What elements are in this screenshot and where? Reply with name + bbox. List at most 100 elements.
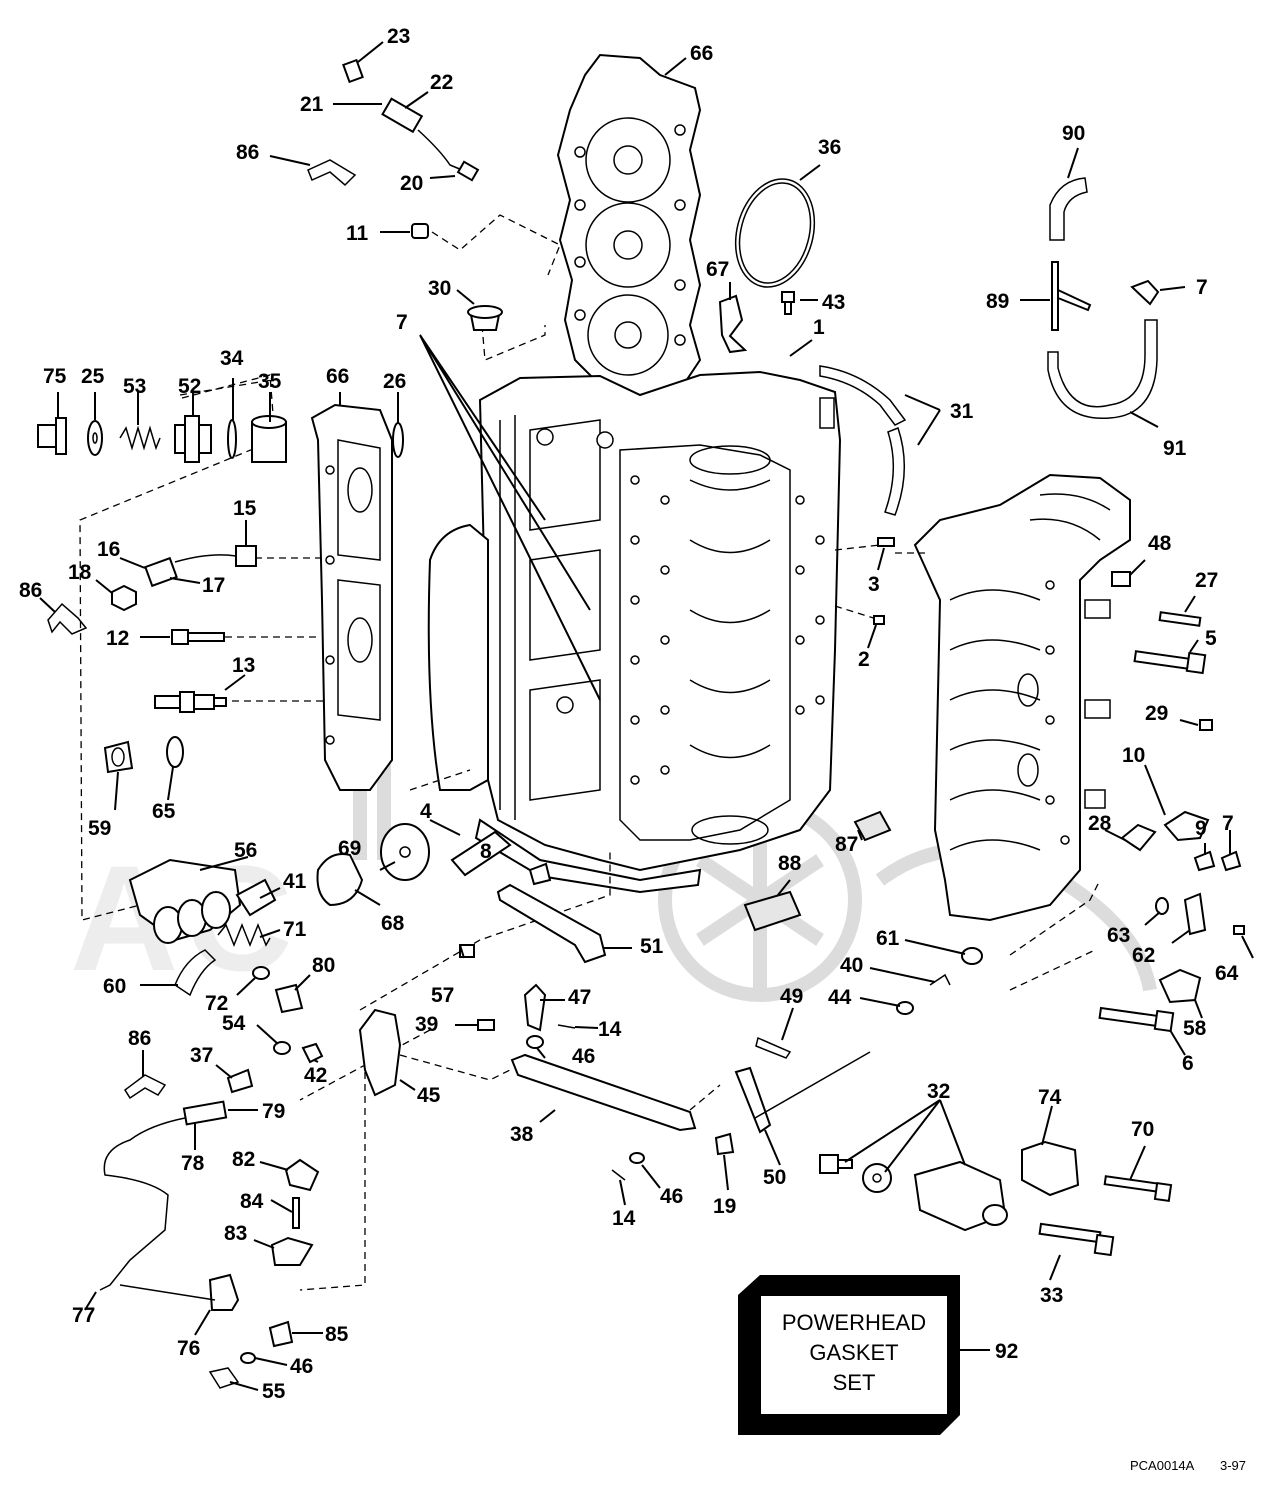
callout-68: 68 — [381, 912, 405, 935]
callout-42: 42 — [304, 1064, 327, 1087]
callout-39: 39 — [415, 1013, 438, 1036]
callout-leaders — [39, 41, 1254, 1391]
callout-7: 7 — [1196, 276, 1208, 299]
callout-74: 74 — [1038, 1086, 1062, 1109]
callout-86: 86 — [128, 1027, 151, 1050]
o-ring — [734, 178, 816, 288]
callout-14: 14 — [598, 1018, 622, 1041]
callout-17: 17 — [202, 574, 225, 597]
callout-13: 13 — [232, 654, 255, 677]
callout-5: 5 — [1205, 627, 1217, 650]
callout-65: 65 — [152, 800, 176, 823]
callout-45: 45 — [417, 1084, 441, 1107]
callout-4: 4 — [420, 800, 432, 823]
callout-86: 86 — [19, 579, 42, 602]
callout-16: 16 — [97, 538, 120, 561]
callout-6: 6 — [1182, 1052, 1194, 1075]
callout-66: 66 — [326, 365, 349, 388]
callout-47: 47 — [568, 986, 591, 1009]
callout-54: 54 — [222, 1012, 246, 1035]
callout-69: 69 — [338, 837, 361, 860]
callout-12: 12 — [106, 627, 129, 650]
callout-84: 84 — [240, 1190, 264, 1213]
callout-51: 51 — [640, 935, 664, 958]
figure-date: 3-97 — [1220, 1458, 1246, 1473]
callout-46: 46 — [572, 1045, 595, 1068]
callout-91: 91 — [1163, 437, 1187, 460]
callout-59: 59 — [88, 817, 111, 840]
callout-90: 90 — [1062, 122, 1085, 145]
callout-83: 83 — [224, 1222, 247, 1245]
callout-87: 87 — [835, 833, 858, 856]
callout-56: 56 — [234, 839, 257, 862]
callout-41: 41 — [283, 870, 307, 893]
callout-20: 20 — [400, 172, 423, 195]
callout-60: 60 — [103, 975, 126, 998]
callout-46: 46 — [290, 1355, 313, 1378]
callout-71: 71 — [283, 918, 307, 941]
callout-3: 3 — [868, 573, 880, 596]
callout-82: 82 — [232, 1148, 255, 1171]
cylinder-head-gasket — [556, 53, 702, 397]
figure-code: PCA0014A — [1130, 1458, 1195, 1473]
callout-64: 64 — [1215, 962, 1239, 985]
callout-32: 32 — [927, 1080, 950, 1103]
callout-57: 57 — [431, 984, 454, 1007]
callout-31: 31 — [950, 400, 974, 423]
exhaust-cover — [310, 403, 393, 791]
callout-1: 1 — [813, 316, 825, 339]
callout-25: 25 — [81, 365, 105, 388]
callout-61: 61 — [876, 927, 900, 950]
callout-75: 75 — [43, 365, 67, 388]
linkage-parts — [358, 177, 1245, 1257]
callout-53: 53 — [123, 375, 146, 398]
callout-46: 46 — [660, 1185, 683, 1208]
callout-36: 36 — [818, 136, 841, 159]
callout-48: 48 — [1148, 532, 1172, 555]
callout-15: 15 — [233, 497, 257, 520]
callout-35: 35 — [258, 370, 282, 393]
callout-88: 88 — [778, 852, 802, 875]
callout-63: 63 — [1107, 924, 1130, 947]
callout-19: 19 — [713, 1195, 736, 1218]
callout-43: 43 — [822, 291, 845, 314]
callout-2: 2 — [858, 648, 870, 671]
callout-27: 27 — [1195, 569, 1218, 592]
callout-37: 37 — [190, 1044, 213, 1067]
callout-11: 11 — [346, 222, 369, 245]
callout-49: 49 — [780, 985, 803, 1008]
callout-58: 58 — [1183, 1017, 1207, 1040]
callout-55: 55 — [262, 1380, 286, 1403]
callout-66: 66 — [690, 42, 713, 65]
callout-70: 70 — [1131, 1118, 1154, 1141]
callout-38: 38 — [510, 1123, 534, 1146]
callout-72: 72 — [205, 992, 228, 1015]
callout-22: 22 — [430, 71, 453, 94]
callout-50: 50 — [763, 1166, 786, 1189]
kit-box-line3: SET — [833, 1370, 876, 1395]
callout-77: 77 — [72, 1304, 95, 1327]
callout-76: 76 — [177, 1337, 200, 1360]
callout-29: 29 — [1145, 702, 1168, 725]
callout-labels: 23 22 21 86 20 11 30 66 36 67 43 1 7 75 … — [19, 25, 1239, 1403]
callout-23: 23 — [387, 25, 410, 48]
callout-92: 92 — [995, 1340, 1018, 1363]
callout-26: 26 — [383, 370, 406, 393]
callout-21: 21 — [300, 93, 324, 116]
callout-9: 9 — [1195, 817, 1207, 840]
callout-85: 85 — [325, 1323, 349, 1346]
callout-8: 8 — [480, 840, 492, 863]
callout-78: 78 — [181, 1152, 205, 1175]
callout-33: 33 — [1040, 1284, 1063, 1307]
callout-7: 7 — [396, 311, 408, 334]
kit-box-line2: GASKET — [809, 1340, 898, 1365]
powerhead-gasket-set-box: POWERHEAD GASKET SET — [738, 1275, 960, 1435]
callout-44: 44 — [828, 986, 852, 1009]
callout-34: 34 — [220, 347, 244, 370]
callout-10: 10 — [1122, 744, 1145, 767]
callout-79: 79 — [262, 1100, 285, 1123]
callout-40: 40 — [840, 954, 863, 977]
callout-52: 52 — [178, 375, 201, 398]
callout-80: 80 — [312, 954, 335, 977]
